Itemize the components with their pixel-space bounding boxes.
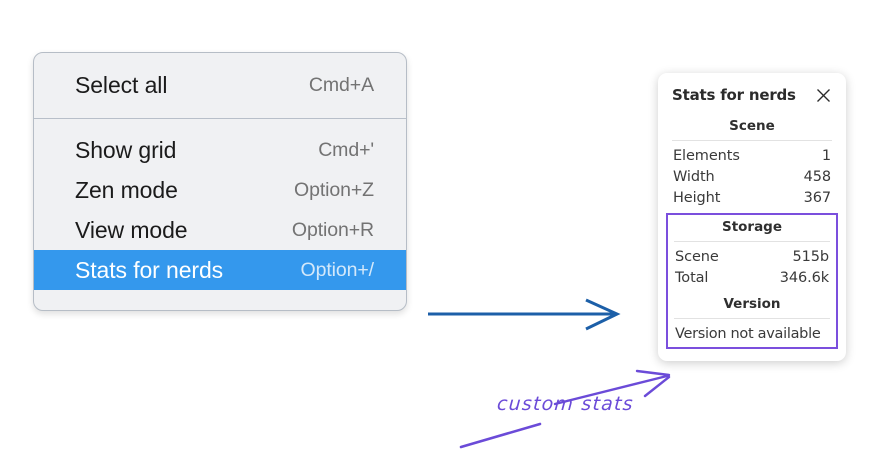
panel-header: Stats for nerds <box>670 84 834 104</box>
stat-value: 367 <box>803 190 831 206</box>
callout-underline-icon <box>459 422 542 449</box>
custom-stats-region: Storage Scene 515b Total 346.6k Version … <box>666 213 838 349</box>
panel-title: Stats for nerds <box>672 86 796 104</box>
stat-row: Elements 1 <box>670 146 834 167</box>
canvas-context-menu[interactable]: Select all Cmd+A Show grid Cmd+' Zen mod… <box>33 52 407 311</box>
callout-label: custom stats <box>496 393 635 415</box>
stat-row: Height 367 <box>670 188 834 209</box>
menu-item-label: View mode <box>75 216 188 243</box>
menu-item-select-all[interactable]: Select all Cmd+A <box>34 65 406 105</box>
menu-separator <box>34 118 406 119</box>
stat-row: Width 458 <box>670 167 834 188</box>
stat-key: Scene <box>675 249 719 265</box>
menu-item-label: Select all <box>75 71 168 98</box>
scene-divider <box>672 140 832 141</box>
stat-key: Elements <box>673 148 740 164</box>
stat-row: Scene 515b <box>672 247 832 268</box>
stat-value: 346.6k <box>779 270 829 286</box>
menu-item-shortcut: Cmd+A <box>308 73 374 96</box>
stat-key: Width <box>673 169 715 185</box>
version-section-heading: Version <box>723 296 781 312</box>
scene-section-heading: Scene <box>729 118 775 134</box>
menu-item-view-mode[interactable]: View mode Option+R <box>34 210 406 250</box>
menu-item-zen-mode[interactable]: Zen mode Option+Z <box>34 170 406 210</box>
menu-footer-spacer <box>34 290 406 310</box>
menu-item-label: Stats for nerds <box>75 256 224 283</box>
close-icon[interactable] <box>815 87 832 104</box>
stat-value: 1 <box>821 148 831 164</box>
menu-item-shortcut: Option+R <box>291 218 374 241</box>
version-divider <box>674 318 830 319</box>
stat-row: Total 346.6k <box>672 268 832 289</box>
menu-item-shortcut: Option+Z <box>294 178 374 201</box>
storage-divider <box>674 241 830 242</box>
stat-value: 515b <box>792 249 830 265</box>
menu-section-selection: Select all Cmd+A <box>34 53 406 118</box>
stat-key: Height <box>673 190 721 206</box>
flow-arrow-icon <box>428 298 621 331</box>
menu-item-shortcut: Option+/ <box>300 258 375 281</box>
menu-item-label: Zen mode <box>75 176 178 203</box>
stat-value: 458 <box>803 169 831 185</box>
stats-for-nerds-panel: Stats for nerds Scene Elements 1 Width 4… <box>658 73 846 361</box>
version-text: Version not available <box>675 326 821 342</box>
callout-arrow-icon <box>553 369 671 406</box>
stat-key: Total <box>675 270 709 286</box>
menu-section-view: Show grid Cmd+' Zen mode Option+Z View m… <box>34 119 406 310</box>
menu-item-shortcut: Cmd+' <box>318 138 374 161</box>
menu-item-label: Show grid <box>75 136 177 163</box>
menu-item-show-grid[interactable]: Show grid Cmd+' <box>34 130 406 170</box>
menu-item-stats-for-nerds[interactable]: Stats for nerds Option+/ <box>34 250 406 290</box>
storage-section-heading: Storage <box>721 219 783 235</box>
